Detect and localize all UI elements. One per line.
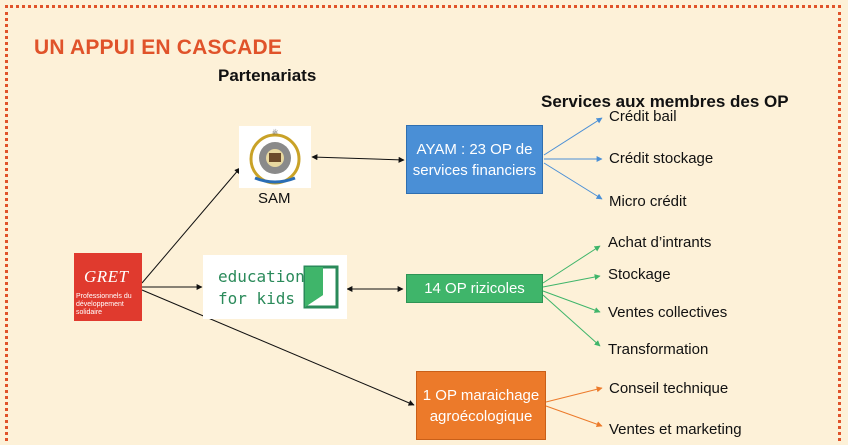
service-transformation: Transformation: [608, 341, 709, 358]
service-ventes-marketing: Ventes et marketing: [609, 421, 742, 438]
service-achat-intrants: Achat d’intrants: [608, 234, 712, 251]
service-credit-bail: Crédit bail: [609, 108, 677, 125]
service-ventes-collectives: Ventes collectives: [608, 304, 728, 321]
sam-logo: ﷺ: [239, 126, 311, 188]
gret-name: GRET: [84, 267, 129, 286]
link-riz-intrants: [542, 245, 601, 284]
efk-line2: for kids: [218, 289, 296, 308]
service-stockage: Stockage: [608, 266, 671, 283]
link-riz-transformation: [542, 294, 601, 347]
link-ayam-credit-bail: [543, 117, 603, 156]
partners-header: Partenariats: [218, 66, 317, 85]
link-ayam-micro-credit: [543, 162, 603, 200]
link-sam-ayam: [311, 154, 405, 163]
box-rizicoles: 14 OP rizicoles: [406, 274, 543, 303]
link-riz-stockage: [542, 274, 601, 288]
efk-line1: education: [218, 267, 305, 286]
gret-tagline: Professionnels du développement solidair…: [76, 293, 132, 316]
link-mar-ventes: [545, 405, 603, 428]
box-ayam: AYAM : 23 OP de services financiers: [406, 125, 543, 194]
service-micro-credit: Micro crédit: [609, 193, 687, 210]
education-for-kids-logo: education for kids: [203, 255, 347, 319]
sam-label: SAM: [258, 190, 291, 207]
svg-text:ﷺ: ﷺ: [272, 128, 278, 136]
link-riz-ventes: [542, 290, 601, 313]
link-mar-conseil: [545, 386, 603, 403]
link-gret-sam: [141, 167, 241, 284]
service-credit-stockage: Crédit stockage: [609, 150, 714, 167]
slide-frame: [5, 5, 841, 441]
service-conseil-technique: Conseil technique: [609, 380, 729, 397]
box-maraichage: 1 OP maraichage agroécologique: [416, 371, 546, 440]
slide-title: UN APPUI EN CASCADE: [34, 36, 283, 59]
book-icon: [303, 265, 339, 309]
services-header: Services aux membres des OP: [541, 92, 789, 111]
gret-logo: GRET Professionnels du développement sol…: [74, 253, 142, 321]
link-gret-maraichage: [141, 289, 415, 406]
